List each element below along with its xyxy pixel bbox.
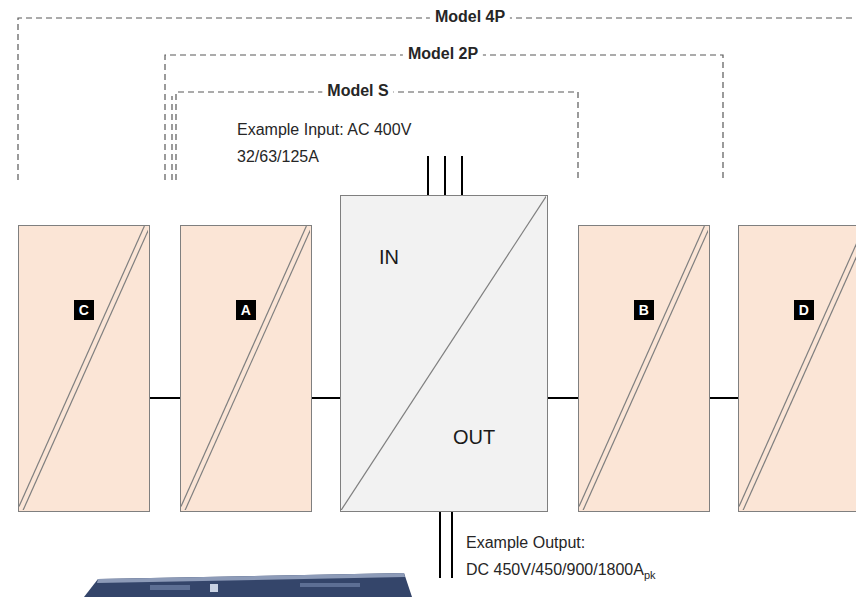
diagonal-symbol	[341, 196, 546, 510]
input-note: Example Input: AC 400V	[237, 121, 411, 139]
output-wires	[440, 512, 452, 578]
port-label: OUT	[453, 426, 495, 449]
model-label: Model 4P	[430, 8, 510, 26]
module-box: B	[578, 225, 710, 512]
module-letter: D	[794, 300, 814, 320]
module-box: D	[738, 225, 856, 512]
module-letter: B	[634, 300, 654, 320]
output-note: DC 450V/450/900/1800A	[466, 561, 644, 579]
input-wires	[428, 156, 462, 195]
bracket-s	[176, 92, 578, 180]
diagonal-symbol	[579, 226, 708, 510]
diagonal-symbol	[19, 226, 148, 510]
input-note: 32/63/125A	[237, 148, 319, 166]
module-letter: A	[236, 300, 256, 320]
connector-line	[548, 397, 578, 399]
module-box: A	[180, 225, 312, 512]
subscript: pk	[644, 569, 656, 581]
diagonal-symbol	[739, 226, 856, 510]
bracket-4p	[18, 18, 856, 180]
connector-line	[150, 397, 180, 399]
converter-box: IN OUT	[340, 195, 548, 512]
model-brackets	[18, 18, 856, 180]
model-label: Model 2P	[403, 45, 483, 63]
connector-line	[710, 397, 738, 399]
output-note: Example Output:	[466, 534, 585, 552]
model-label: Model S	[322, 82, 393, 100]
rack-photo	[84, 573, 412, 597]
port-label: IN	[379, 246, 399, 269]
bracket-s-inner	[171, 96, 172, 180]
connector-line	[312, 397, 340, 399]
module-box: C	[18, 225, 150, 512]
module-letter: C	[74, 300, 94, 320]
diagonal-symbol	[181, 226, 310, 510]
